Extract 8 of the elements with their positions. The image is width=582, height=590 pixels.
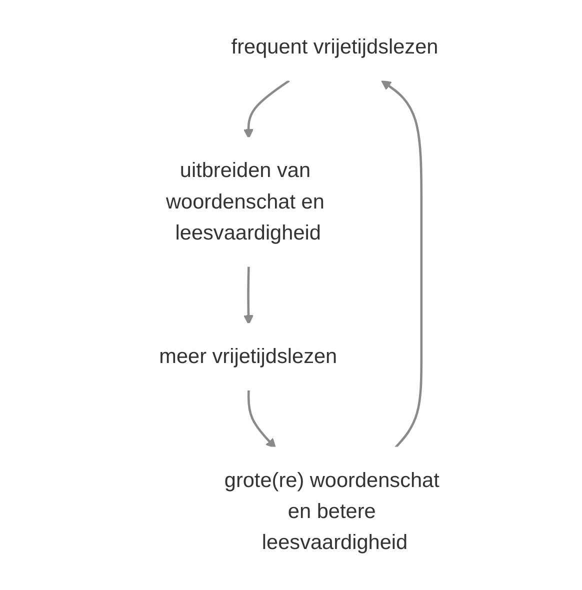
arrow [380, 80, 422, 449]
node-text: uitbreiden van woordenschat en leesvaardigheid [166, 158, 324, 244]
node-text: meer vrijetijdslezen [158, 344, 337, 368]
arrow [243, 266, 254, 325]
node-text: frequent vrijetijdslezen [230, 35, 438, 58]
arrow [246, 390, 276, 449]
node-text: grote(re) woordenschat en betere leesvaardigheid [224, 468, 439, 554]
arrow [243, 80, 290, 139]
